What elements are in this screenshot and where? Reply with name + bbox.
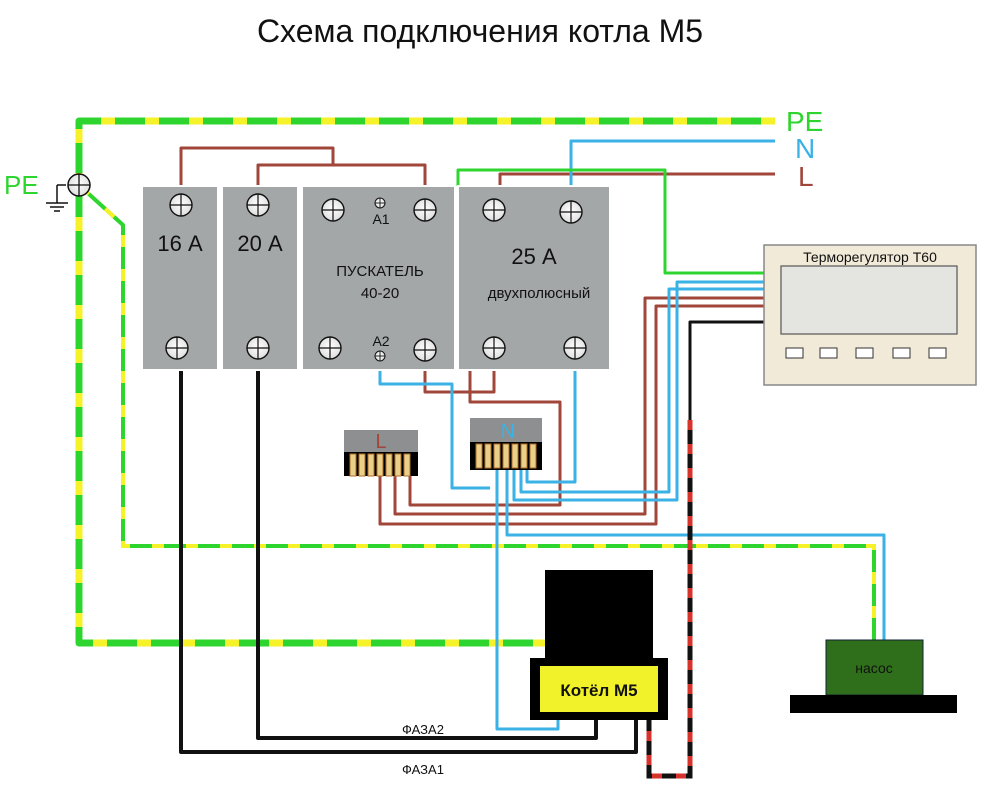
pump-label: насос	[855, 660, 892, 676]
screw-contactor-a2	[374, 350, 386, 362]
screw-20a-top	[246, 193, 270, 217]
contactor-model: 40-20	[361, 285, 399, 302]
phase2-label: ФАЗА2	[402, 722, 444, 737]
screw-25a-bottom-right	[563, 336, 587, 360]
breaker-25a: 25 А двухполюсный	[457, 185, 611, 371]
supply-l-label: L	[798, 161, 814, 192]
contactor-name: ПУСКАТЕЛЬ	[336, 263, 424, 280]
wire-n-boiler	[495, 470, 560, 731]
wire-thermostat-black	[688, 320, 765, 600]
wire-n-pump	[505, 470, 886, 640]
thermostat-button-2	[819, 347, 838, 359]
breaker-16a-rating: 16 А	[157, 231, 203, 256]
contactor: А1 А2 ПУСКАТЕЛЬ 40-20	[301, 185, 456, 371]
thermostat-button-5	[928, 347, 947, 359]
boiler-label: Котёл М5	[560, 681, 637, 700]
ground-terminal-screw	[67, 173, 91, 197]
wire-l-block-return	[408, 352, 562, 507]
breaker-20a-rating: 20 А	[237, 231, 283, 256]
phase-wires	[179, 146, 775, 526]
supply-n-label: N	[795, 133, 815, 164]
ground-pe-label: PE	[4, 170, 39, 200]
boiler-label-plate	[540, 666, 658, 712]
thermostat-title: Терморегулятор Т60	[803, 249, 937, 265]
breaker-16a: 16 А	[141, 185, 219, 371]
breaker-25a-type: двухполюсный	[488, 285, 590, 302]
wire-l-thermostat-2	[378, 304, 765, 526]
boiler-body	[545, 570, 653, 658]
screw-contactor-top-left	[321, 198, 345, 222]
wire-a1-bridge	[333, 163, 427, 186]
contactor-a2-label: А2	[372, 333, 389, 349]
screw-contactor-a1	[374, 197, 386, 209]
breaker-20a: 20 А	[221, 185, 299, 371]
boiler: Котёл М5	[530, 570, 668, 720]
supply-pe-label: PE	[786, 106, 823, 137]
screw-25a-bottom-left	[482, 336, 506, 360]
screw-contactor-bottom-left	[318, 336, 342, 360]
phase1-label: ФАЗА1	[402, 762, 444, 777]
wire-n-supply	[569, 139, 775, 186]
diagram-title: Схема подключения котла М5	[257, 13, 703, 49]
wire-n-thermostat-2	[512, 280, 765, 502]
pe-wire-pump	[78, 184, 876, 640]
wire-thermostat-pe	[456, 168, 765, 275]
terminal-block-l: L	[344, 430, 418, 477]
terminal-n-label: N	[501, 421, 515, 443]
thermostat-display	[780, 265, 958, 335]
neutral-wires	[378, 139, 886, 731]
terminal-l-label: L	[375, 431, 386, 453]
wire-l-thermostat-1	[393, 296, 765, 516]
screw-contactor-bottom-right	[413, 338, 437, 362]
wire-phase2	[256, 370, 598, 740]
wire-contactor-to-l	[423, 362, 496, 394]
screw-16a-top	[169, 193, 193, 217]
screw-25a-top-left	[482, 198, 506, 222]
wire-bus-16-20-a1	[179, 146, 335, 186]
screw-16a-bottom	[165, 336, 189, 360]
wire-n-thermostat-1	[519, 287, 765, 494]
wire-a2-to-n	[378, 362, 490, 490]
wire-boiler-sensor	[646, 420, 693, 779]
screw-contactor-top-right	[413, 198, 437, 222]
contactor-a1-label: А1	[372, 211, 389, 227]
thermostat-button-1	[785, 347, 804, 359]
breaker-25a-rating: 25 А	[511, 244, 557, 269]
screw-20a-bottom	[246, 336, 270, 360]
wire-n-breaker	[525, 362, 577, 484]
thermostat-button-4	[892, 347, 911, 359]
pump: насос	[790, 639, 957, 713]
thermostat-button-3	[855, 347, 874, 359]
pe-wire-main	[75, 117, 775, 647]
pe-wires	[75, 117, 876, 647]
terminal-block-n: N	[470, 418, 542, 470]
screw-25a-top-right	[559, 200, 583, 224]
wire-phase1	[179, 370, 638, 754]
pump-base	[790, 695, 957, 713]
ground-icon	[46, 184, 68, 212]
pump-body	[825, 639, 924, 696]
thermostat: Терморегулятор Т60	[763, 244, 977, 386]
